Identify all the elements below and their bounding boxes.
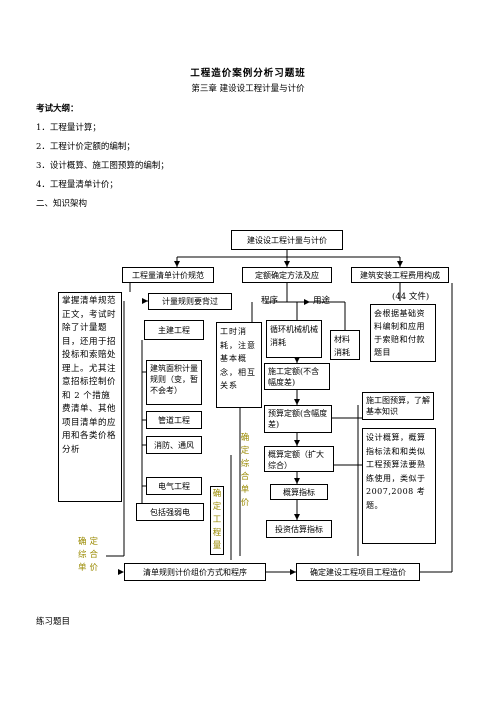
outline-item: 1．工程量计算； — [36, 123, 101, 133]
labor-box: 工时消耗，注意基本概念，相互关系 — [216, 322, 262, 408]
outline-heading: 考试大纲： — [36, 104, 79, 114]
outline-item: 3．设计概算、施工图预算的编制； — [36, 161, 169, 171]
outline-item: 2．工程计价定额的编制； — [36, 142, 135, 152]
col-head-fee-composition: 建筑安装工程费用构成 — [351, 267, 449, 283]
bill-pricing-procedure-box: 清单规则计价组价方式和程序 — [124, 563, 266, 581]
col-head-bill-pricing: 工程量清单计价规范 — [122, 267, 214, 283]
memorize-rules-box: 计量规则要背过 — [148, 293, 232, 310]
fire-ventilation-box: 消防、通风 — [146, 436, 202, 454]
material-box: 材料消耗 — [330, 330, 360, 360]
pipe-works-box: 管道工程 — [146, 411, 202, 429]
left-note-box: 掌握清单规范正文，考试时除了计量题目，还用于招投标和索赔处理上。尤其注意招标控制… — [58, 292, 122, 502]
files-note: (44 文件) — [392, 292, 430, 302]
chapter-subtitle: 第三章 建设设工程计量与计价 — [191, 84, 305, 94]
confirm-unit-price-vertical: 确定综合单价 — [240, 433, 250, 508]
civil-works-box: 主建工程 — [144, 320, 204, 340]
design-estimate-box: 设计概算，概算指标法和和类似工程预算法要熟练使用，类似于 2007,2008 考… — [362, 428, 436, 544]
drawing-budget-box: 施工图预算，了解基本知识 — [362, 392, 434, 420]
confirm-quantity-label: 确定工程量 — [210, 486, 224, 555]
usage-label: 用途 — [313, 296, 331, 306]
budget-quota-box: 预算定额(含幅度差) — [264, 405, 332, 433]
electrical-works-box: 电气工程 — [146, 477, 202, 495]
page-title: 工程造价案例分析习题班 — [190, 68, 306, 79]
procedure-label: 程序 — [261, 296, 279, 306]
weak-current-box: 包括强弱电 — [136, 503, 204, 521]
area-rules-box: 建筑面积计量规则（变，暂不会考） — [146, 360, 202, 405]
exercise-heading: 练习题目 — [36, 617, 71, 627]
project-cost-box: 确定建设工程项目工程造价 — [296, 563, 420, 581]
section-heading: 二、知识架构 — [36, 199, 88, 209]
confirm-unit-price-left: 确定综合单价 — [78, 537, 102, 573]
estimate-quota-box: 概算定额（扩大综合） — [264, 446, 334, 472]
diagram-root: 建设设工程计量与计价 — [231, 230, 343, 250]
col-head-quota-method: 定额确定方法及应 — [242, 267, 332, 283]
outline-item: 4．工程量清单计价； — [36, 180, 118, 190]
base-data-box: 会根据基础资料编制和应用于索赔和付款题目 — [370, 304, 436, 362]
investment-index-box: 投资估算指标 — [266, 520, 332, 538]
construction-quota-box: 施工定额(不含幅度差) — [264, 363, 330, 390]
machine-box: 循环机械机械消耗 — [266, 320, 322, 358]
estimate-index-box: 概算指标 — [270, 484, 328, 500]
